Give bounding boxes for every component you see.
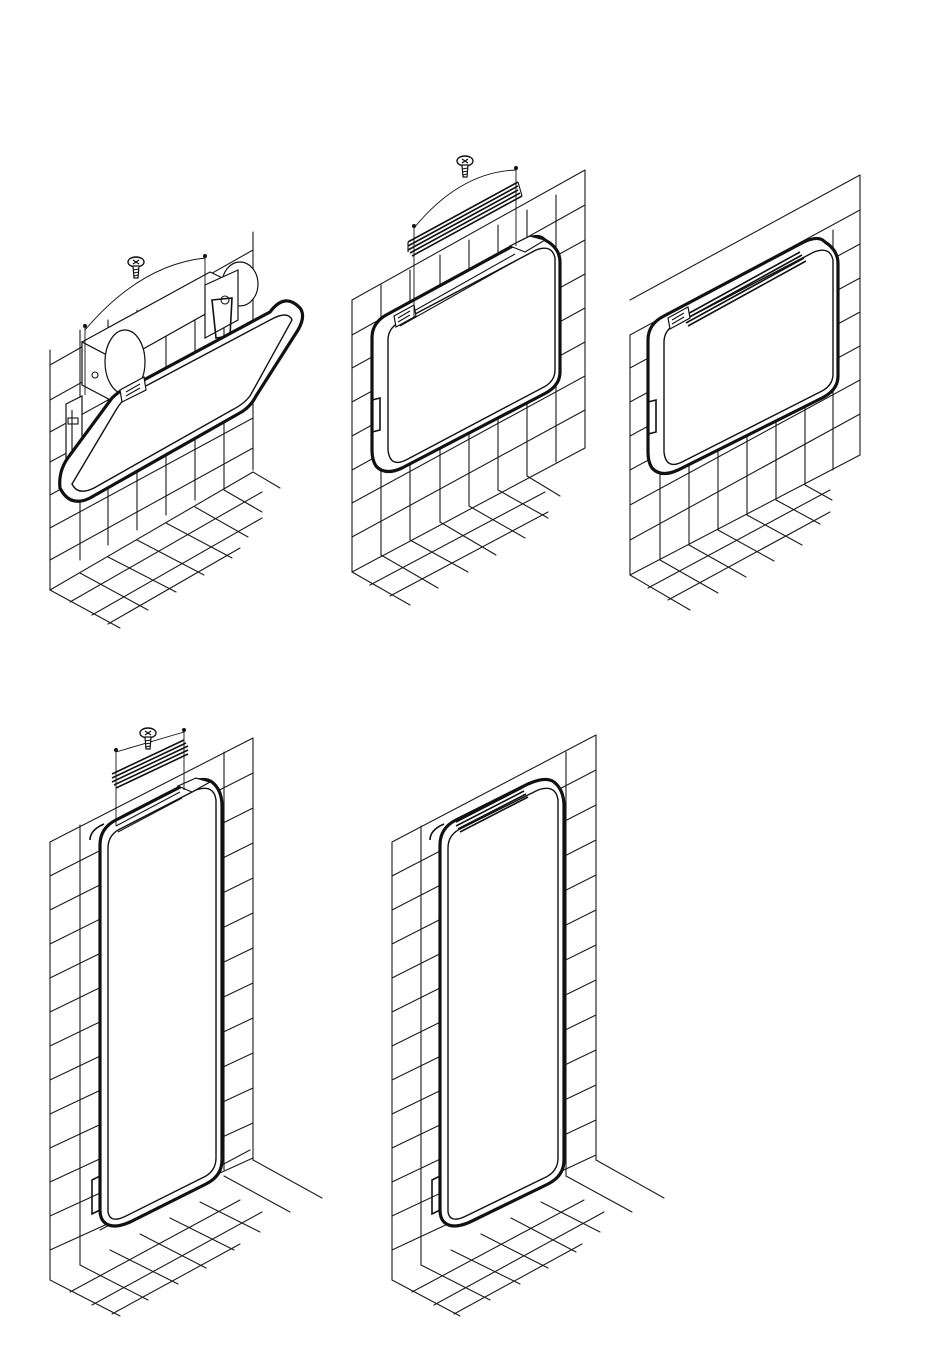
heater-panel-closed [430, 779, 564, 1226]
screw-icon [140, 728, 156, 749]
step-3-horizontal-assembled [630, 175, 860, 610]
heater-panel-closed [90, 778, 222, 1226]
step-4-vertical-grille-removal [50, 728, 322, 1316]
step-1-horizontal-hinged-open [50, 232, 303, 628]
heater-panel-open [60, 301, 303, 501]
grille-icon [408, 182, 522, 256]
screw-icon [457, 156, 473, 177]
heater-panel-closed [648, 238, 838, 473]
heater-panel-closed [372, 236, 560, 472]
step-5-vertical-assembled [392, 735, 664, 1316]
step-2-horizontal-grille-removal [352, 156, 585, 605]
screw-icon [128, 257, 144, 278]
